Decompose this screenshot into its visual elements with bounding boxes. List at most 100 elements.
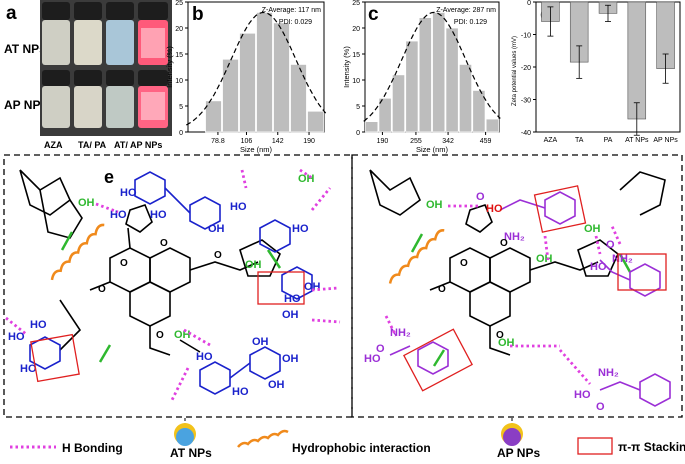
svg-text:HO: HO xyxy=(590,261,607,273)
svg-text:O: O xyxy=(476,191,485,203)
histogram-bar xyxy=(239,32,256,133)
hydrophobic-wave-left xyxy=(50,223,105,281)
histogram-bar xyxy=(445,27,459,133)
category-label: PA xyxy=(604,137,613,144)
left-oxygen-labels: O O O O O xyxy=(98,238,222,341)
svg-text:HO: HO xyxy=(120,187,137,199)
right-box xyxy=(351,154,683,418)
left-box xyxy=(3,154,353,418)
y-tick-label: -30 xyxy=(521,98,531,105)
svg-text:O: O xyxy=(156,330,164,341)
y-tick-label: 20 xyxy=(352,26,360,33)
svg-text:NH₂: NH₂ xyxy=(598,367,619,379)
svg-text:HO: HO xyxy=(486,203,503,215)
hydrophobic-wave-right xyxy=(388,229,445,284)
pi-stack-box-left-1 xyxy=(30,333,80,383)
pi-stack-box-right-1 xyxy=(533,185,587,233)
histogram-bar xyxy=(256,11,273,133)
histogram-bar xyxy=(307,110,324,133)
y-tick-label: 0 xyxy=(179,130,183,137)
histogram-bar xyxy=(472,90,486,133)
pi-stack-box-right-2 xyxy=(617,253,667,291)
histogram-bar xyxy=(391,74,406,133)
left-core-molecule xyxy=(19,169,281,356)
histogram-bar xyxy=(418,17,432,133)
svg-text:O: O xyxy=(500,238,508,249)
histogram-bar xyxy=(273,22,290,133)
row-label-ap: AP NPs xyxy=(4,98,47,112)
y-tick-label: 25 xyxy=(352,0,360,7)
y-tick-label: 10 xyxy=(175,78,183,85)
histogram-bar xyxy=(365,121,379,133)
svg-text:HO: HO xyxy=(292,223,309,235)
svg-text:OH: OH xyxy=(252,336,269,348)
y-tick-label: 25 xyxy=(175,0,183,7)
svg-text:OH: OH xyxy=(268,379,285,391)
svg-text:O: O xyxy=(120,258,128,269)
svg-text:OH: OH xyxy=(282,353,299,365)
h-bonds-left xyxy=(5,168,341,401)
panel-a: a AT NPs AP NPs AZA TA/ xyxy=(0,0,172,150)
y-tick-label: 0 xyxy=(527,0,531,7)
svg-text:HO: HO xyxy=(8,331,25,343)
x-tick-label: 106 xyxy=(241,138,253,145)
x-tick-label: 342 xyxy=(442,138,454,145)
vial-row-1 xyxy=(42,2,168,65)
y-tick-label: -20 xyxy=(521,65,531,72)
histogram-bar xyxy=(378,97,392,133)
phe-fragments xyxy=(389,191,671,407)
tannic-acid-fragments xyxy=(29,171,313,395)
svg-text:OH: OH xyxy=(282,309,299,321)
right-core-molecule xyxy=(369,169,666,356)
svg-text:HO: HO xyxy=(196,351,213,363)
svg-text:O: O xyxy=(438,284,446,295)
svg-text:HO: HO xyxy=(230,201,247,213)
svg-text:OH: OH xyxy=(426,199,443,211)
x-tick-label: 142 xyxy=(272,138,284,145)
vial-label-ta-pa: TA/ PA xyxy=(78,140,107,150)
x-tick-label: 190 xyxy=(377,138,389,145)
legend-at-nps: AT NPs xyxy=(170,446,212,459)
category-label: AP NPs xyxy=(653,137,678,144)
svg-text:OH: OH xyxy=(304,281,321,293)
x-tick-label: 190 xyxy=(303,138,315,145)
right-green-oh-labels: OH OH OH OH xyxy=(426,199,601,349)
y-tick-label: 5 xyxy=(356,104,360,111)
panel-e: e xyxy=(3,154,685,460)
y-tick-label: -40 xyxy=(521,130,531,137)
vial-label-aza: AZA xyxy=(44,140,63,150)
vial-row-2 xyxy=(42,70,168,128)
svg-text:O: O xyxy=(596,401,605,413)
svg-text:HO: HO xyxy=(110,209,127,221)
vial-label-at-ap: AT/ AP NPs xyxy=(114,140,162,150)
fit-curve xyxy=(363,11,501,122)
histogram-bar xyxy=(485,118,499,133)
svg-text:HO: HO xyxy=(364,353,381,365)
h-bonds-right xyxy=(384,204,622,385)
svg-text:OH: OH xyxy=(174,329,191,341)
plot-frame xyxy=(187,1,325,133)
svg-text:HO: HO xyxy=(574,389,591,401)
legend: H Bonding AT NPs Hydrophobic interaction… xyxy=(10,418,685,460)
y-axis-label: Zeta potential values (mV) xyxy=(512,36,518,106)
y-tick-label: 0 xyxy=(356,130,360,137)
x-tick-label: 459 xyxy=(480,138,492,145)
pi-stack-box-left-2 xyxy=(257,271,305,305)
histogram-bar xyxy=(458,64,473,133)
panel-b-label: b xyxy=(192,4,204,25)
histogram-bar xyxy=(222,58,239,133)
category-label: AZA xyxy=(544,137,558,144)
zeta-bar xyxy=(627,1,647,120)
svg-text:O: O xyxy=(376,343,385,355)
legend-pi-swatch xyxy=(577,437,613,455)
z-average-label: Z-Average: 117 nm xyxy=(262,7,321,14)
left-green-bonds xyxy=(60,231,282,363)
svg-text:HO: HO xyxy=(150,209,167,221)
svg-text:O: O xyxy=(160,238,168,249)
category-label: TA xyxy=(575,137,584,144)
y-tick-label: 15 xyxy=(352,52,360,59)
